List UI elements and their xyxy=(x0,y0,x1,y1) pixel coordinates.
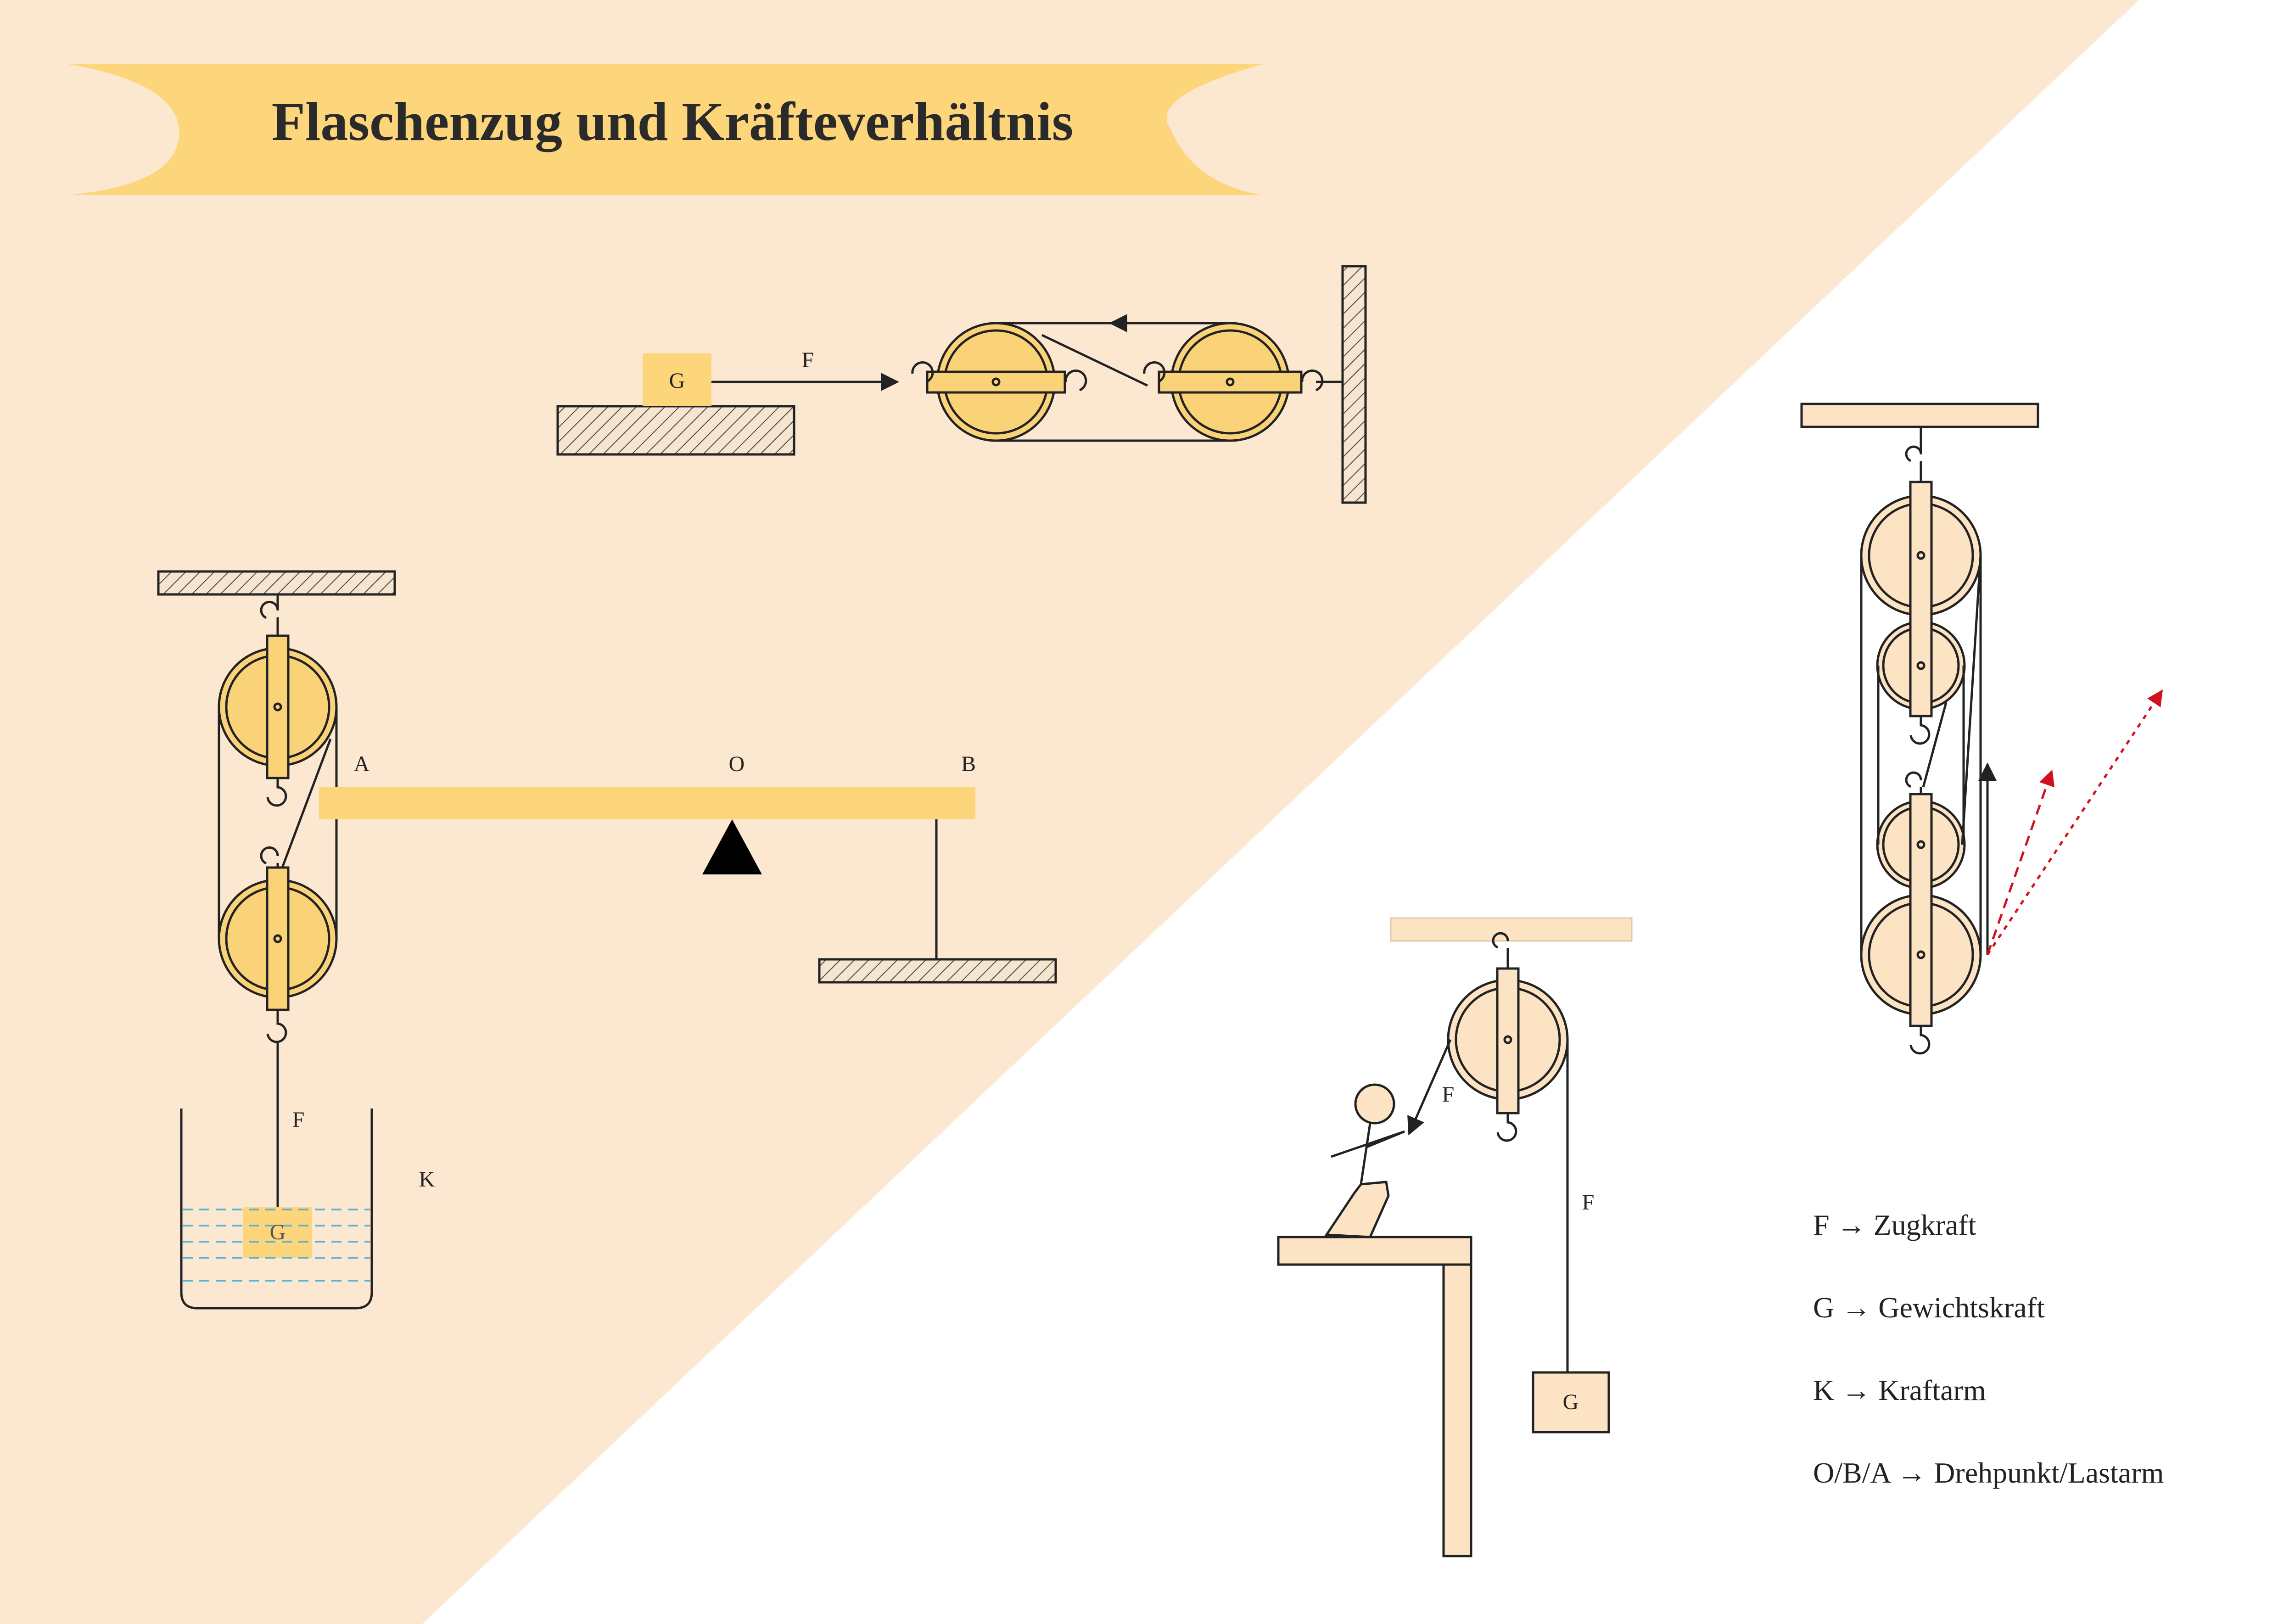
tank-block xyxy=(243,1207,312,1258)
legend: F → Zugkraft G → Gewichtskraft K → Kraft… xyxy=(1813,1209,2164,1489)
ground-right xyxy=(818,958,1057,984)
legend-item-pivot-load-arm: O/B/A → Drehpunkt/Lastarm xyxy=(1813,1456,2164,1489)
diagram-lever-system xyxy=(157,570,1057,1310)
top-force-label: F xyxy=(802,348,814,372)
legend-item-force: F → Zugkraft xyxy=(1813,1209,1976,1241)
person-head xyxy=(1354,1083,1395,1125)
diagram-multi-pulley xyxy=(1800,403,2163,1055)
diagram-person-pulley xyxy=(1277,917,1633,1557)
wall xyxy=(1341,265,1367,504)
top-block-label: G xyxy=(669,369,685,393)
background-triangle xyxy=(0,0,2139,1624)
person-block-label: G xyxy=(1563,1390,1579,1414)
legend-item-force-arm: K → Kraftarm xyxy=(1813,1374,1986,1406)
title-banner: Flaschenzug und Kräfteverhältnis xyxy=(69,64,1262,195)
ceiling-right xyxy=(1800,403,2039,428)
legend-item-weight: G → Gewichtskraft xyxy=(1813,1291,2045,1324)
page-title: Flaschenzug und Kräfteverhältnis xyxy=(272,91,1074,152)
load-block xyxy=(643,353,711,406)
person-load-block xyxy=(1532,1371,1610,1434)
ground-block xyxy=(556,405,795,456)
ceiling-left xyxy=(157,570,396,596)
person-force-label-1: F xyxy=(1442,1082,1455,1107)
fulcrum xyxy=(702,819,762,874)
person-force-label-2: F xyxy=(1582,1190,1595,1215)
tank-container-label: K xyxy=(419,1167,435,1192)
water-tank xyxy=(180,1109,373,1310)
platform-post xyxy=(1442,1263,1472,1557)
platform xyxy=(1277,1236,1472,1266)
tank-force-label: F xyxy=(292,1108,305,1132)
lever-beam xyxy=(319,787,975,819)
lever-label-b: B xyxy=(961,752,976,776)
tank-block-label: G xyxy=(270,1220,286,1244)
ceiling-person xyxy=(1390,917,1633,942)
lever-label-o: O xyxy=(729,752,745,776)
diagram-horizontal-pulleys xyxy=(556,265,1367,504)
lever-label-a: A xyxy=(354,752,370,776)
